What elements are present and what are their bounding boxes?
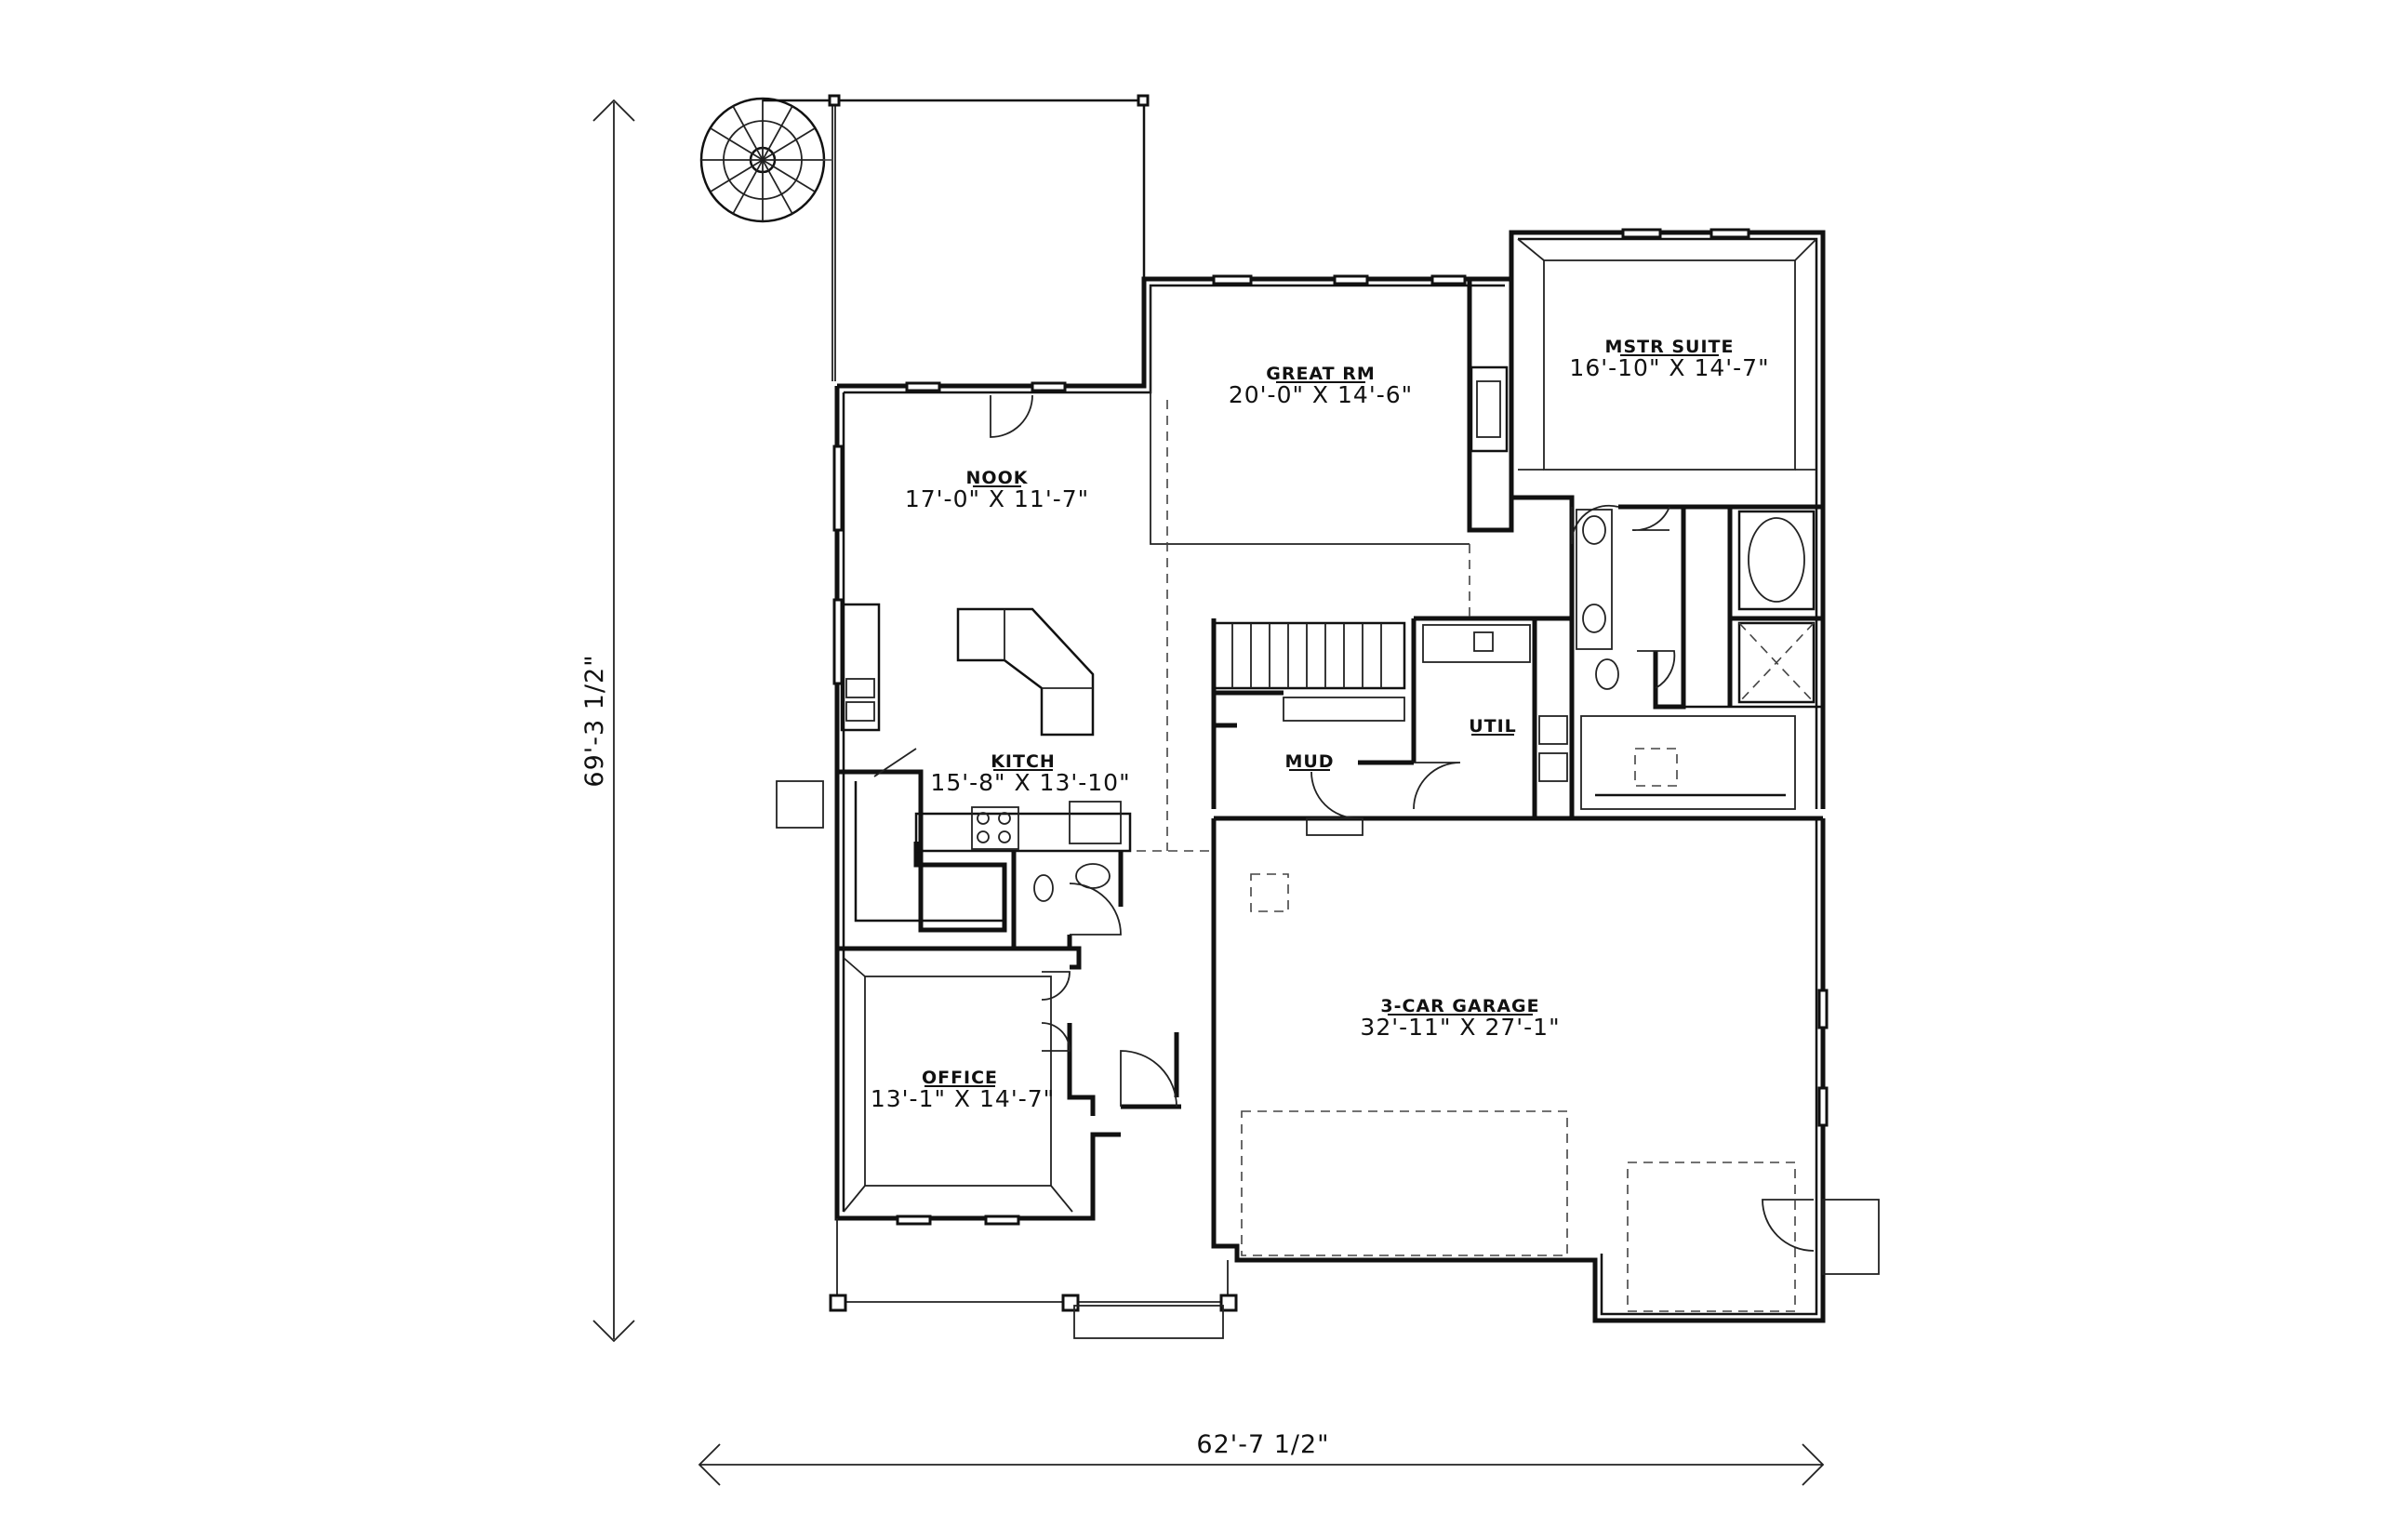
room-label-kitch: KITCH 15'-8" X 13'-10": [930, 751, 1130, 796]
kitch-size: 15'-8" X 13'-10": [930, 769, 1130, 796]
room-label-office: OFFICE 13'-1" X 14'-7": [871, 1068, 1055, 1112]
nook-name: NOOK: [966, 468, 1029, 488]
room-label-mud: MUD: [1284, 751, 1334, 772]
spiral-stair: [699, 97, 826, 223]
room-label-nook: NOOK 17'-0" X 11'-7": [905, 468, 1089, 512]
vertical-dimension: 69'-3 1/2": [580, 99, 635, 1343]
doors: [873, 394, 1815, 1252]
fixtures: [840, 365, 1816, 902]
kitch-name: KITCH: [991, 751, 1056, 772]
room-label-util: UTIL: [1469, 716, 1517, 737]
overall-width-label: 62'-7 1/2": [1196, 1430, 1329, 1459]
garage-size: 32'-11" X 27'-1": [1360, 1014, 1560, 1041]
interior-stair: [1212, 621, 1406, 722]
mstr-suite-name: MSTR SUITE: [1605, 337, 1735, 357]
windows: [832, 228, 1829, 1226]
room-label-garage: 3-CAR GARAGE 32'-11" X 27'-1": [1360, 996, 1560, 1041]
room-label-great-rm: GREAT RM 20'-0" X 14'-6": [1229, 364, 1413, 408]
util-name: UTIL: [1469, 716, 1517, 737]
rear-patio: [763, 94, 1150, 381]
ceiling-lines: [843, 238, 1817, 1312]
nook-size: 17'-0" X 11'-7": [905, 485, 1089, 512]
mud-name: MUD: [1284, 751, 1334, 772]
great-rm-name: GREAT RM: [1266, 364, 1376, 384]
office-name: OFFICE: [922, 1068, 998, 1088]
mstr-suite-size: 16'-10" X 14'-7": [1569, 354, 1769, 381]
garage-name: 3-CAR GARAGE: [1380, 996, 1539, 1016]
room-label-mstr-suite: MSTR SUITE 16'-10" X 14'-7": [1569, 337, 1769, 381]
office-size: 13'-1" X 14'-7": [871, 1085, 1055, 1112]
great-rm-size: 20'-0" X 14'-6": [1229, 381, 1413, 408]
horizontal-dimension: 62'-7 1/2": [698, 1430, 1825, 1486]
overall-depth-label: 69'-3 1/2": [580, 654, 609, 787]
